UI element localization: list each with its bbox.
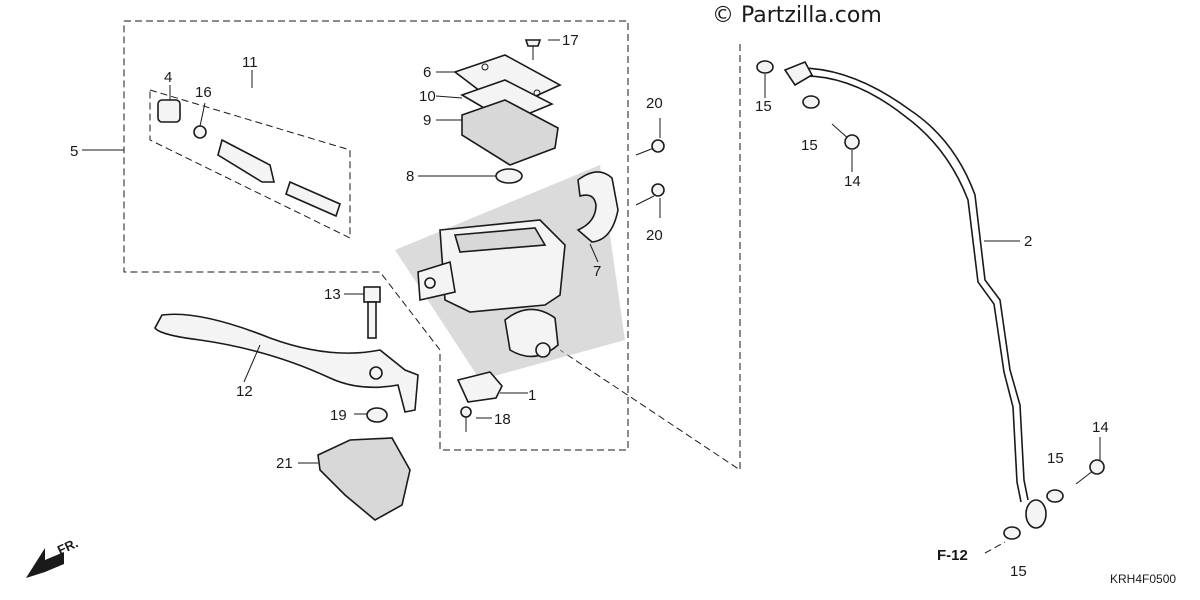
reference-f12: F-12 [937,541,1006,564]
pivot-bolt [363,286,381,339]
lever-cover [317,437,411,521]
float-part [495,168,523,184]
reservoir-diaphragm [461,99,559,166]
callout-5: 5 [70,143,78,160]
callout-14-upper: 14 [844,173,861,190]
callout-15-d: 15 [1010,563,1027,580]
bolt-20-lower [635,183,665,206]
direction-label: FR. [55,535,80,557]
screw-17 [524,39,542,60]
callout-17: 17 [562,32,579,49]
diagram-code: KRH4F0500 [1110,572,1176,586]
callout-13: 13 [324,286,341,303]
screw-18 [460,406,472,432]
leader-lines [82,39,1101,464]
callout-16: 16 [195,84,212,101]
watermark-text: © Partzilla.com [712,3,882,28]
callout-11: 11 [242,54,258,71]
callout-15-b: 15 [801,137,818,154]
callout-19: 19 [330,407,347,424]
callout-1: 1 [528,387,536,404]
callout-18: 18 [494,411,511,428]
piston-kit [157,99,341,218]
brake-switch [456,371,503,403]
sealing-washers [756,60,1064,540]
callout-8: 8 [406,168,414,185]
direction-arrow: FR. [26,535,80,578]
callouts: 1 2 4 5 6 7 8 9 10 11 12 13 14 14 15 15 … [70,32,1109,580]
master-cylinder-body [417,219,566,358]
callout-7: 7 [593,263,601,280]
callout-12: 12 [236,383,253,400]
banjo-bolts [831,123,1105,485]
brake-hose [783,60,1047,529]
callout-4: 4 [164,69,172,86]
callout-2: 2 [1024,233,1032,250]
callout-10: 10 [419,88,436,105]
callout-14-lower: 14 [1092,419,1109,436]
pivot-nut [366,407,388,423]
brake-lever [154,313,419,413]
callout-21: 21 [276,455,293,472]
callout-20-lower: 20 [646,227,663,244]
callout-15-c: 15 [1047,450,1064,467]
assembly-outline [123,20,741,471]
callout-9: 9 [423,112,431,129]
callout-20-upper: 20 [646,95,663,112]
callout-15-a: 15 [755,98,772,115]
reference-label: F-12 [937,547,968,564]
callout-6: 6 [423,64,431,81]
bolt-20-upper [635,139,665,156]
clamp-holder [576,171,619,243]
